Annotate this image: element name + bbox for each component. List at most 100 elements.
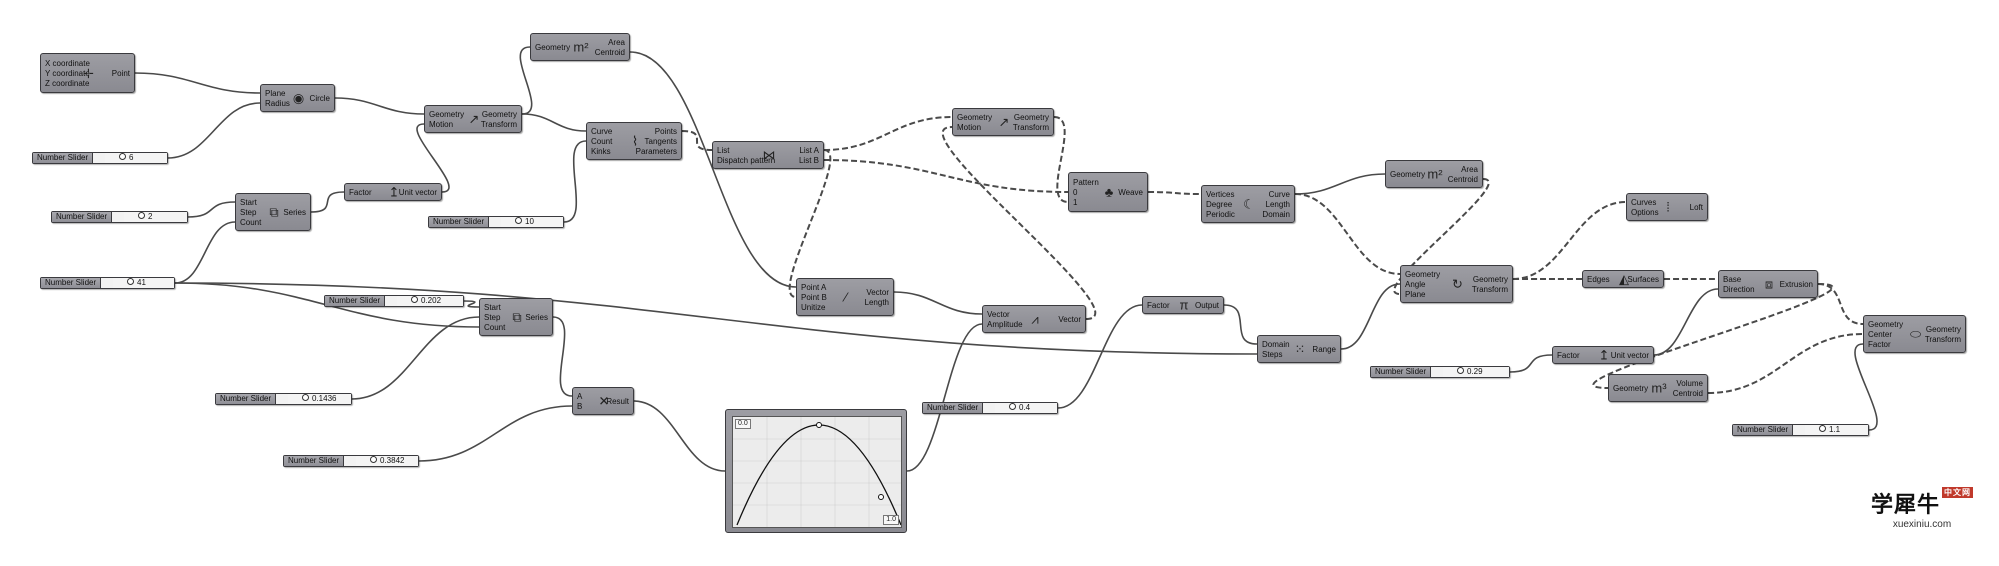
- input-port[interactable]: Plane: [1405, 290, 1426, 299]
- input-port[interactable]: Factor: [349, 188, 372, 197]
- input-port[interactable]: A: [577, 392, 583, 401]
- output-port[interactable]: Area: [1461, 165, 1478, 174]
- slider-value[interactable]: 0.202: [411, 296, 441, 306]
- input-port[interactable]: Count: [591, 137, 613, 146]
- slider-track[interactable]: 0.3842: [356, 456, 418, 466]
- slider-track[interactable]: 6: [105, 153, 167, 163]
- input-port[interactable]: Geometry: [535, 43, 571, 52]
- input-port[interactable]: Motion: [957, 123, 982, 132]
- input-port[interactable]: List: [717, 146, 730, 155]
- input-port[interactable]: Geometry: [1405, 270, 1441, 279]
- output-port[interactable]: Vector: [866, 288, 889, 297]
- input-port[interactable]: Base: [1723, 275, 1742, 284]
- input-port[interactable]: Steps: [1262, 350, 1283, 359]
- input-port[interactable]: Geometry: [1390, 170, 1426, 179]
- slider-knob-icon[interactable]: [127, 278, 134, 286]
- output-port[interactable]: Geometry: [481, 110, 517, 119]
- output-port[interactable]: Length: [864, 298, 889, 307]
- slider-track[interactable]: 0.202: [397, 296, 463, 306]
- output-port[interactable]: Transform: [1012, 123, 1049, 132]
- slider-track[interactable]: 0.29: [1443, 367, 1509, 377]
- input-port[interactable]: Radius: [265, 99, 290, 108]
- input-port[interactable]: Factor: [1557, 351, 1580, 360]
- output-port[interactable]: Loft: [1689, 203, 1703, 212]
- output-port[interactable]: Extrusion: [1779, 280, 1813, 289]
- output-port[interactable]: Transform: [480, 120, 517, 129]
- input-port[interactable]: Vector: [987, 310, 1010, 319]
- input-port[interactable]: Geometry: [1613, 384, 1649, 393]
- input-port[interactable]: Motion: [429, 120, 454, 129]
- input-port[interactable]: Curve: [591, 127, 613, 136]
- input-port[interactable]: Count: [484, 323, 506, 332]
- input-port[interactable]: Periodic: [1206, 210, 1235, 219]
- input-port[interactable]: Count: [240, 218, 262, 227]
- slider-knob-icon[interactable]: [370, 456, 377, 464]
- output-port[interactable]: Transform: [1471, 285, 1508, 294]
- slider-knob-icon[interactable]: [138, 212, 145, 220]
- output-port[interactable]: Circle: [309, 94, 330, 103]
- output-port[interactable]: Centroid: [594, 48, 625, 57]
- slider-track[interactable]: 0.1436: [288, 394, 351, 404]
- output-port[interactable]: Range: [1312, 345, 1336, 354]
- input-port[interactable]: Start: [240, 198, 257, 207]
- input-port[interactable]: Vertices: [1206, 190, 1235, 199]
- output-port[interactable]: Parameters: [635, 147, 677, 156]
- output-port[interactable]: Output: [1194, 301, 1219, 310]
- input-port[interactable]: Amplitude: [987, 320, 1023, 329]
- output-port[interactable]: Area: [608, 38, 625, 47]
- output-port[interactable]: Volume: [1676, 379, 1703, 388]
- input-port[interactable]: Center: [1868, 330, 1893, 339]
- slider-track[interactable]: 2: [124, 212, 187, 222]
- output-port[interactable]: Curve: [1268, 190, 1290, 199]
- input-port[interactable]: Geometry: [957, 113, 993, 122]
- input-port[interactable]: Factor: [1147, 301, 1170, 310]
- slider-value[interactable]: 0.1436: [302, 394, 336, 404]
- slider-knob-icon[interactable]: [119, 153, 126, 161]
- input-port[interactable]: Options: [1631, 208, 1659, 217]
- input-port[interactable]: Dispatch pattern: [717, 156, 776, 165]
- slider-value[interactable]: 1.1: [1819, 425, 1840, 435]
- output-port[interactable]: Geometry: [1925, 325, 1961, 334]
- output-port[interactable]: Series: [283, 208, 306, 217]
- output-port[interactable]: Domain: [1262, 210, 1290, 219]
- output-port[interactable]: Centroid: [1672, 389, 1703, 398]
- input-port[interactable]: Edges: [1587, 275, 1610, 284]
- input-port[interactable]: Angle: [1405, 280, 1426, 289]
- output-port[interactable]: Unit vector: [1610, 351, 1649, 360]
- slider-track[interactable]: 10: [501, 217, 563, 227]
- output-port[interactable]: Centroid: [1447, 175, 1478, 184]
- input-port[interactable]: 1: [1073, 198, 1078, 207]
- input-port[interactable]: Curves: [1631, 198, 1657, 207]
- output-port[interactable]: Length: [1265, 200, 1290, 209]
- output-port[interactable]: Series: [525, 313, 548, 322]
- output-port[interactable]: Transform: [1924, 335, 1961, 344]
- graph-mapper[interactable]: 0.0 1.0: [725, 409, 907, 533]
- output-port[interactable]: Points: [654, 127, 677, 136]
- slider-value[interactable]: 2: [138, 212, 152, 222]
- graph-mapper-plot[interactable]: 0.0 1.0: [732, 416, 902, 528]
- input-port[interactable]: Factor: [1868, 340, 1891, 349]
- input-port[interactable]: X coordinate: [45, 59, 90, 68]
- input-port[interactable]: Direction: [1723, 285, 1755, 294]
- output-port[interactable]: Result: [606, 397, 629, 406]
- slider-knob-icon[interactable]: [411, 296, 418, 304]
